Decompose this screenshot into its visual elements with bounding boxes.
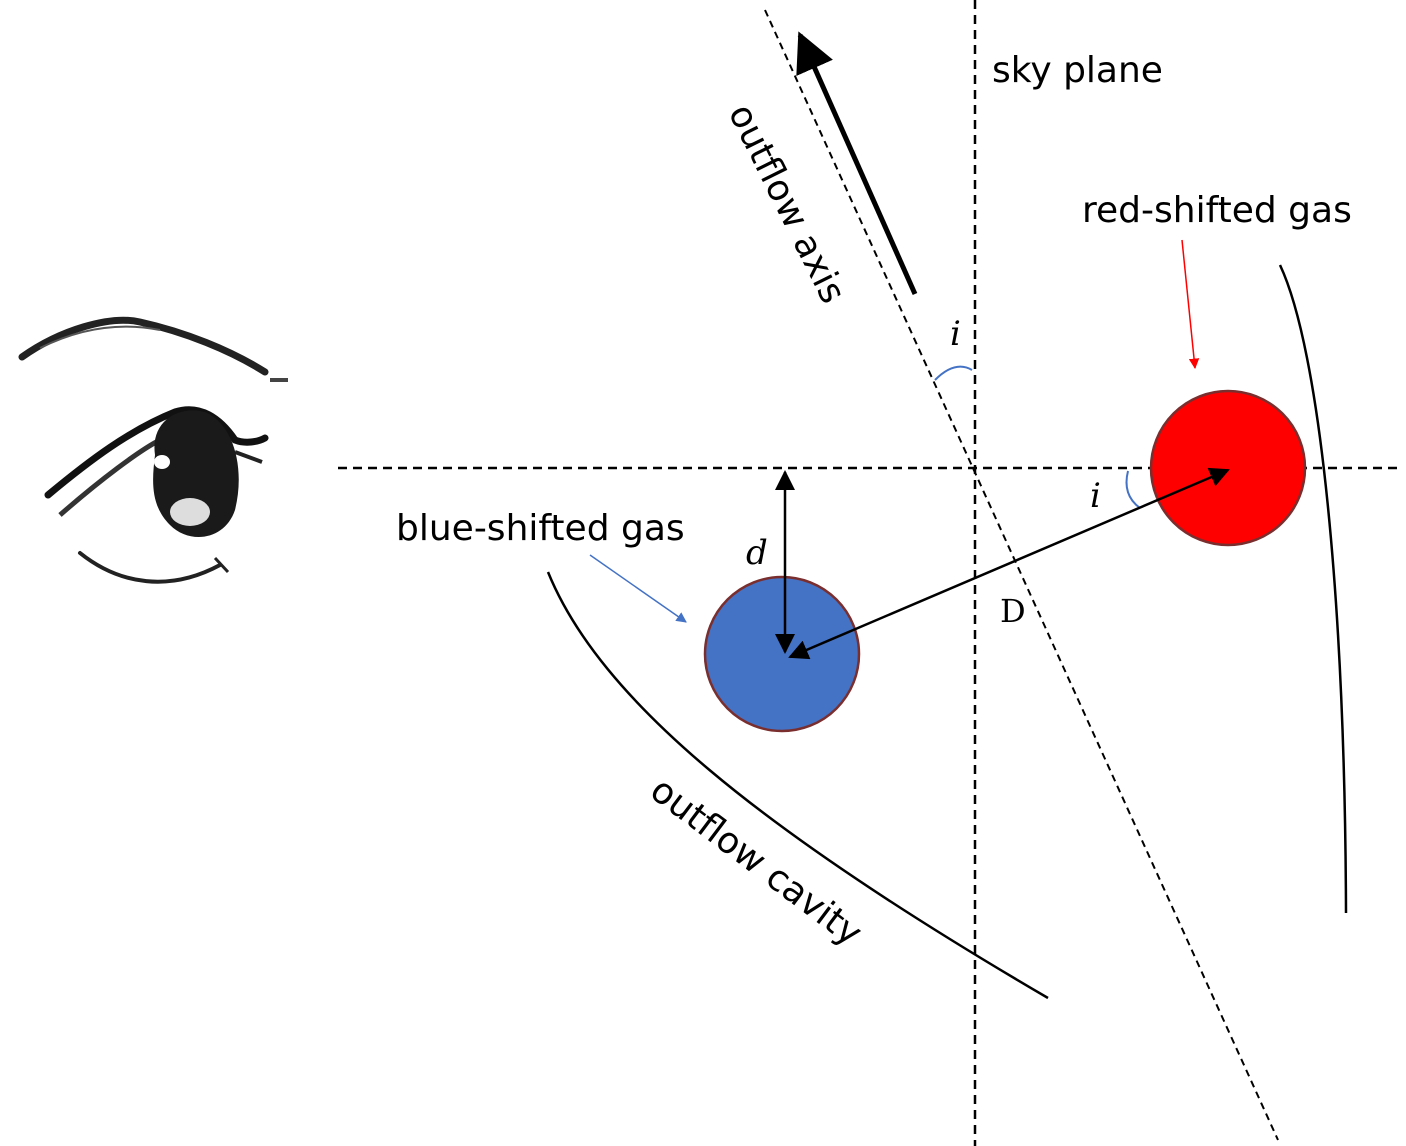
inclination-label-right: i bbox=[1090, 476, 1101, 516]
distance-D-label: D bbox=[1000, 592, 1026, 630]
inclination-label-top: i bbox=[950, 314, 961, 354]
outflow-direction-arrow bbox=[796, 31, 918, 296]
outflow-cavity-left-wall bbox=[546, 571, 1049, 1000]
red-shifted-gas-blob bbox=[1149, 389, 1307, 547]
outflow-axis-line bbox=[764, 9, 1279, 1141]
distance-d-label: d bbox=[746, 533, 768, 573]
eyebrow bbox=[18, 316, 269, 376]
blue-shifted-gas-label: blue-shifted gas bbox=[396, 508, 685, 549]
angle-arc-top bbox=[934, 365, 973, 381]
lower-eyelid bbox=[78, 551, 222, 584]
outflow-axis-label: outflow axis bbox=[720, 98, 853, 310]
outflow-cavity-right-wall bbox=[1278, 264, 1348, 914]
red-gas-pointer-arrow bbox=[1181, 239, 1200, 370]
D-arrow bbox=[788, 467, 1230, 660]
outflow-cavity-label: outflow cavity bbox=[643, 769, 870, 954]
eyelid bbox=[44, 406, 269, 499]
sky-plane-label: sky plane bbox=[992, 50, 1163, 91]
eye-icon bbox=[18, 316, 288, 584]
red-shifted-gas-label: red-shifted gas bbox=[1082, 190, 1352, 231]
angle-arc-right bbox=[1125, 470, 1141, 509]
blue-shifted-gas-blob bbox=[703, 575, 861, 733]
blue-gas-pointer-arrow bbox=[589, 554, 687, 623]
